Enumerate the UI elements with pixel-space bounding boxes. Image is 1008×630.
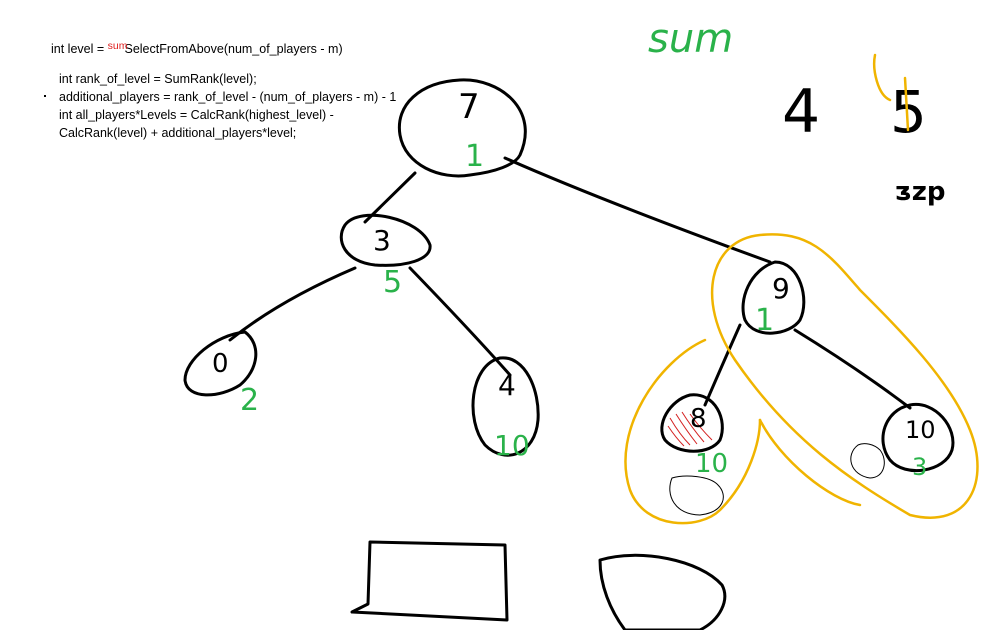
node-right-right-rank: 3 (912, 453, 927, 481)
node-left-rank: 5 (383, 265, 402, 300)
node-root-rank: 1 (465, 139, 484, 174)
node-left-left-rank: 2 (240, 383, 259, 418)
node-left-left: 0 2 (183, 330, 259, 418)
node-left-key: 3 (373, 224, 391, 257)
code-line-3: additional_players = rank_of_level - (nu… (59, 90, 397, 104)
node-left-right-key: 4 (498, 369, 516, 402)
top-right-annotations: sum 4 5 ᴣᴢp (648, 16, 946, 207)
node-left-left-key: 0 (212, 349, 229, 379)
code-line-4: int all_players*Levels = CalcRank(highes… (59, 108, 334, 122)
node-right-left-rank: 10 (695, 449, 728, 479)
node-left-right: 4 10 (471, 356, 540, 462)
red-hatch-marks (667, 411, 713, 447)
node-right-rank: 1 (755, 303, 774, 338)
node-left: 3 5 (339, 213, 432, 300)
node-right-left: 8 10 (660, 393, 728, 479)
code-line-1-prefix: int level = (51, 42, 108, 56)
bottom-shapes (350, 540, 727, 630)
empty-outlines (669, 443, 885, 516)
node-root-key: 7 (458, 87, 480, 127)
node-right-right-key: 10 (905, 416, 936, 444)
tree-edges (228, 156, 912, 410)
code-line-5: CalcRank(level) + additional_players*lev… (59, 126, 297, 140)
code-line-1: int level = sumSelectFromAbove(num_of_pl… (51, 40, 343, 58)
scribble-note: ᴣᴢp (895, 177, 946, 207)
code-line-2: int rank_of_level = SumRank(level); (59, 72, 257, 86)
node-left-right-rank: 10 (494, 429, 530, 462)
number-4: 4 (782, 77, 820, 147)
node-right-key: 9 (772, 272, 790, 305)
stray-dot (44, 95, 46, 97)
node-right: 9 1 (741, 260, 806, 338)
node-right-right: 10 3 (881, 402, 955, 481)
code-line-1-suffix: SelectFromAbove(num_of_players - m) (124, 42, 343, 56)
sum-label: sum (648, 16, 733, 62)
highlight-loops (624, 53, 979, 525)
code-red-annotation: sum (107, 40, 128, 52)
node-right-left-key: 8 (690, 404, 707, 434)
node-root: 7 1 (397, 78, 527, 178)
number-5: 5 (890, 78, 927, 146)
